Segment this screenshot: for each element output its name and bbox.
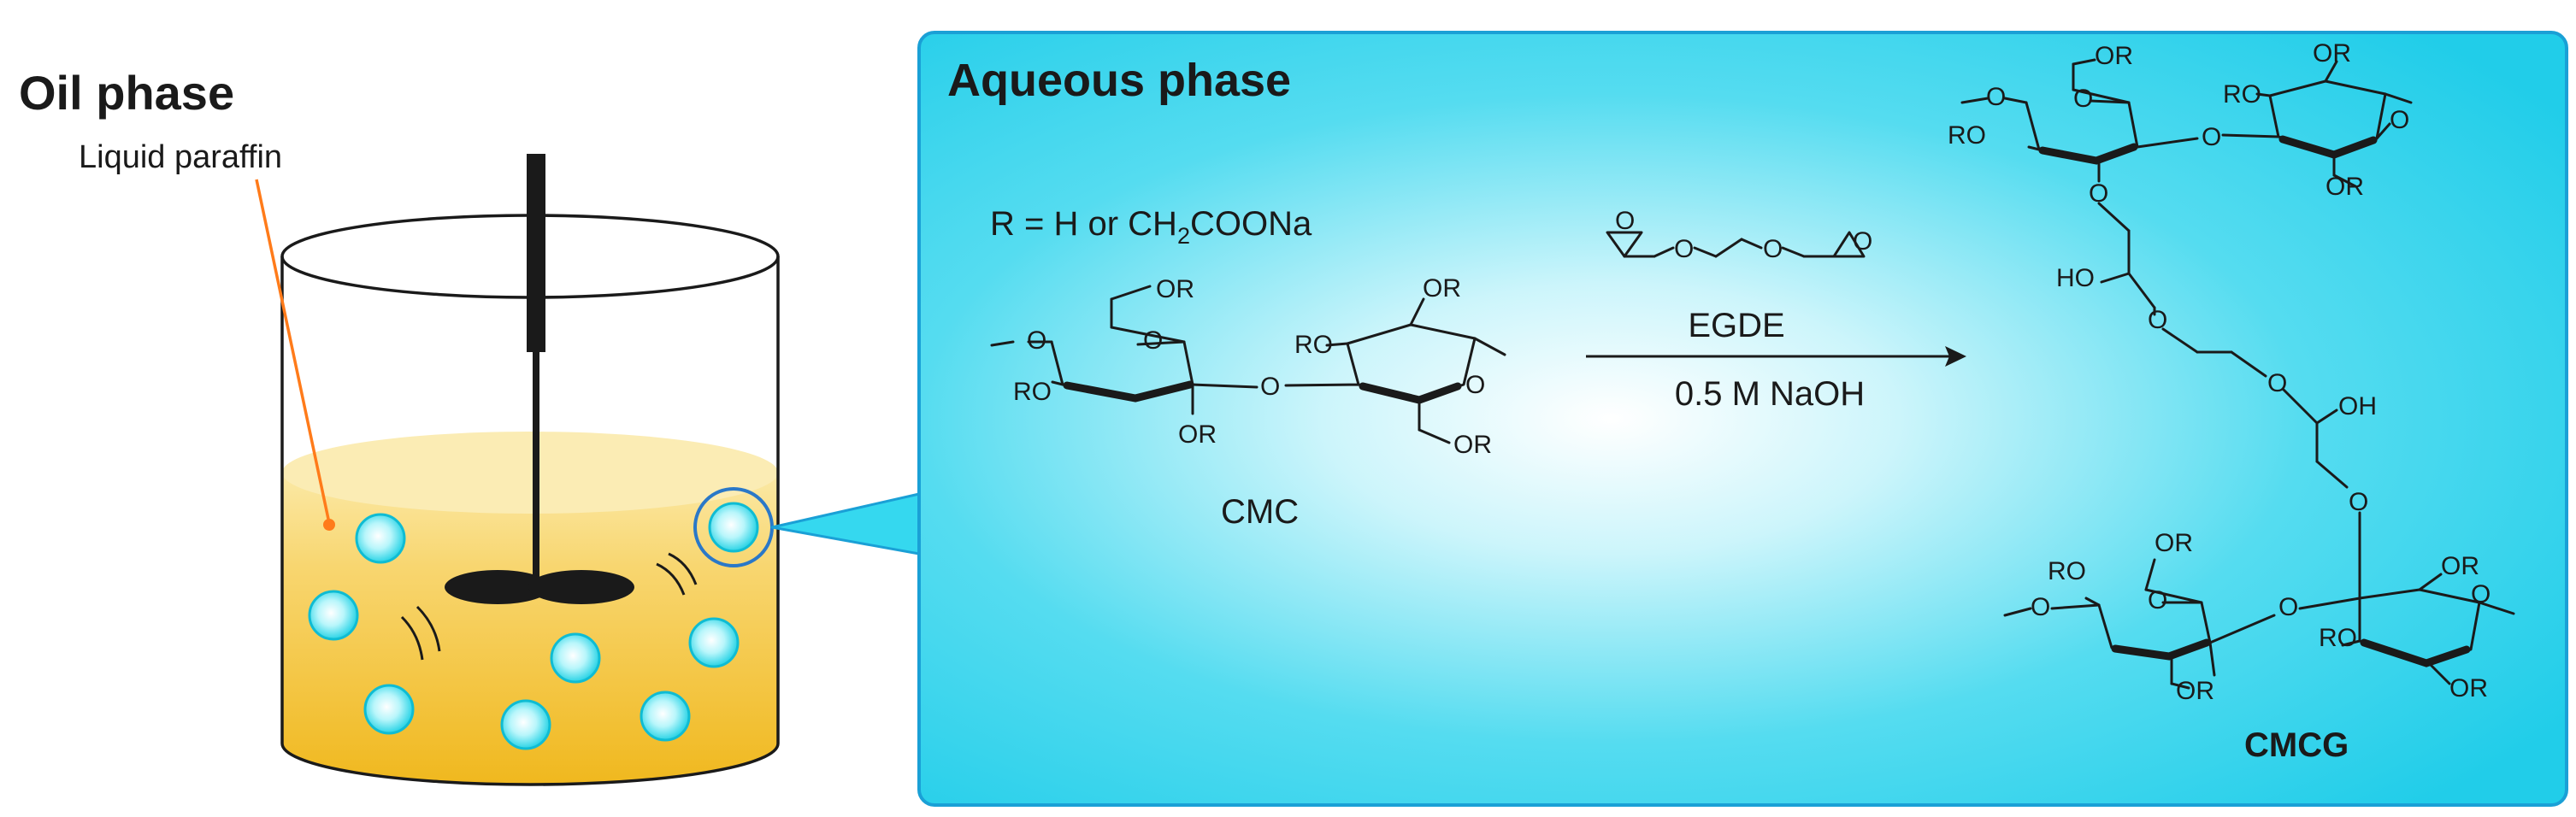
- stirrer-handle: [527, 154, 545, 352]
- svg-text:OR: OR: [1423, 274, 1461, 303]
- svg-text:RO: RO: [2223, 80, 2261, 109]
- stirrer: [445, 154, 634, 604]
- svg-text:OR: OR: [1178, 420, 1217, 449]
- cmc-structure: O RO O OR OR O RO OR O OR: [990, 274, 1506, 459]
- svg-text:O: O: [2267, 369, 2287, 397]
- droplet: [688, 617, 740, 668]
- egde-structure: O O O O: [1606, 207, 1872, 263]
- svg-text:O: O: [1260, 373, 1280, 401]
- svg-text:O: O: [1027, 326, 1046, 355]
- svg-text:OR: OR: [2155, 529, 2193, 557]
- motion-arcs-left: [400, 605, 441, 661]
- svg-text:OR: OR: [2176, 677, 2214, 705]
- reaction-arrow: [1586, 346, 1966, 367]
- droplet: [640, 691, 691, 742]
- svg-text:O: O: [1853, 227, 1872, 256]
- svg-text:OR: OR: [2441, 552, 2479, 580]
- svg-text:OR: OR: [1156, 275, 1194, 303]
- condition-label: 0.5 M NaOH: [1675, 375, 1865, 413]
- reagent-label: EGDE: [1688, 307, 1784, 344]
- droplet: [355, 513, 406, 564]
- motion-arcs-right: [656, 552, 698, 596]
- svg-text:O: O: [2073, 85, 2093, 113]
- svg-text:RO: RO: [1294, 331, 1333, 359]
- stirrer-blade-left: [445, 570, 551, 604]
- svg-text:O: O: [1763, 235, 1783, 263]
- droplet: [308, 590, 359, 641]
- svg-text:O: O: [2202, 123, 2221, 151]
- paraffin-pointer-dot: [323, 519, 335, 531]
- oil-phase-title: Oil phase: [19, 66, 234, 120]
- svg-text:O: O: [2148, 306, 2167, 334]
- aqueous-panel: [917, 31, 2568, 807]
- oil-phase-subtitle: Liquid paraffin: [79, 139, 282, 175]
- zoom-beam: [770, 492, 921, 555]
- r-definition: R = H or CH2COONa: [990, 205, 1312, 249]
- stirrer-shaft: [533, 346, 539, 585]
- svg-text:O: O: [2278, 593, 2298, 621]
- droplet-highlighted: [708, 502, 759, 553]
- svg-text:O: O: [2148, 586, 2167, 614]
- svg-text:O: O: [1615, 207, 1635, 235]
- svg-text:RO: RO: [2319, 624, 2357, 652]
- svg-text:O: O: [1465, 371, 1485, 399]
- svg-text:RO: RO: [1948, 121, 1986, 150]
- svg-text:O: O: [1986, 83, 2006, 111]
- cmcg-label: CMCG: [2244, 726, 2349, 764]
- svg-text:OR: OR: [2325, 173, 2364, 201]
- cmc-label: CMC: [1221, 493, 1299, 531]
- svg-text:O: O: [2031, 593, 2050, 621]
- paraffin-pointer-line: [255, 179, 331, 524]
- svg-text:O: O: [2390, 106, 2409, 134]
- svg-text:O: O: [2471, 580, 2491, 608]
- svg-text:O: O: [2089, 179, 2108, 208]
- svg-text:OR: OR: [1453, 431, 1492, 459]
- svg-text:OR: OR: [2095, 42, 2133, 70]
- droplet: [500, 699, 551, 750]
- cmcg-structure: O RO O OR O O RO OR O OR HO O O OH O OR …: [1948, 39, 2515, 705]
- svg-text:HO: HO: [2056, 264, 2095, 292]
- svg-text:OR: OR: [2449, 674, 2488, 702]
- svg-text:OH: OH: [2338, 392, 2377, 420]
- svg-text:OR: OR: [2313, 39, 2351, 68]
- svg-text:O: O: [2349, 488, 2368, 516]
- beaker-wall: [280, 256, 780, 786]
- svg-text:O: O: [1143, 326, 1163, 355]
- svg-text:O: O: [1674, 235, 1694, 263]
- svg-text:RO: RO: [1013, 378, 1052, 406]
- droplets: [308, 502, 759, 750]
- oil-surface: [282, 432, 778, 514]
- aqueous-phase-title: Aqueous phase: [947, 55, 1291, 106]
- droplet: [550, 632, 601, 684]
- droplet: [363, 684, 415, 735]
- svg-text:RO: RO: [2048, 557, 2086, 585]
- stirrer-blade-right: [528, 570, 634, 604]
